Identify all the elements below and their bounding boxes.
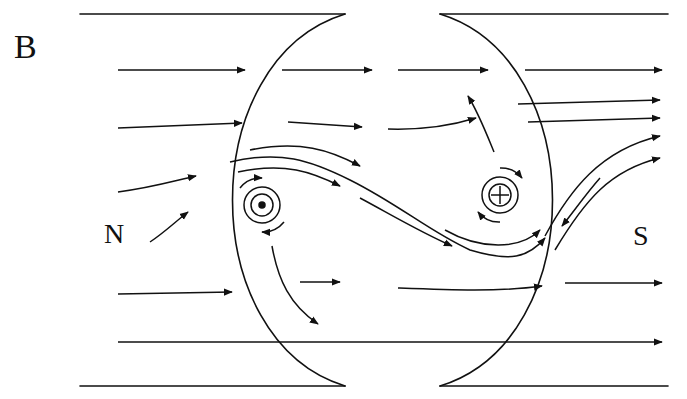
pole-plate [80,385,345,387]
conductor-cross [478,168,522,222]
conductor-dot [240,178,284,232]
pole-plate [440,385,668,387]
pole-label: N [104,220,124,248]
field-lines [118,70,662,342]
pole-label: S [633,222,649,250]
field-symbol: B [14,30,37,64]
pole-plate [440,13,668,15]
pole-plate [80,13,345,15]
